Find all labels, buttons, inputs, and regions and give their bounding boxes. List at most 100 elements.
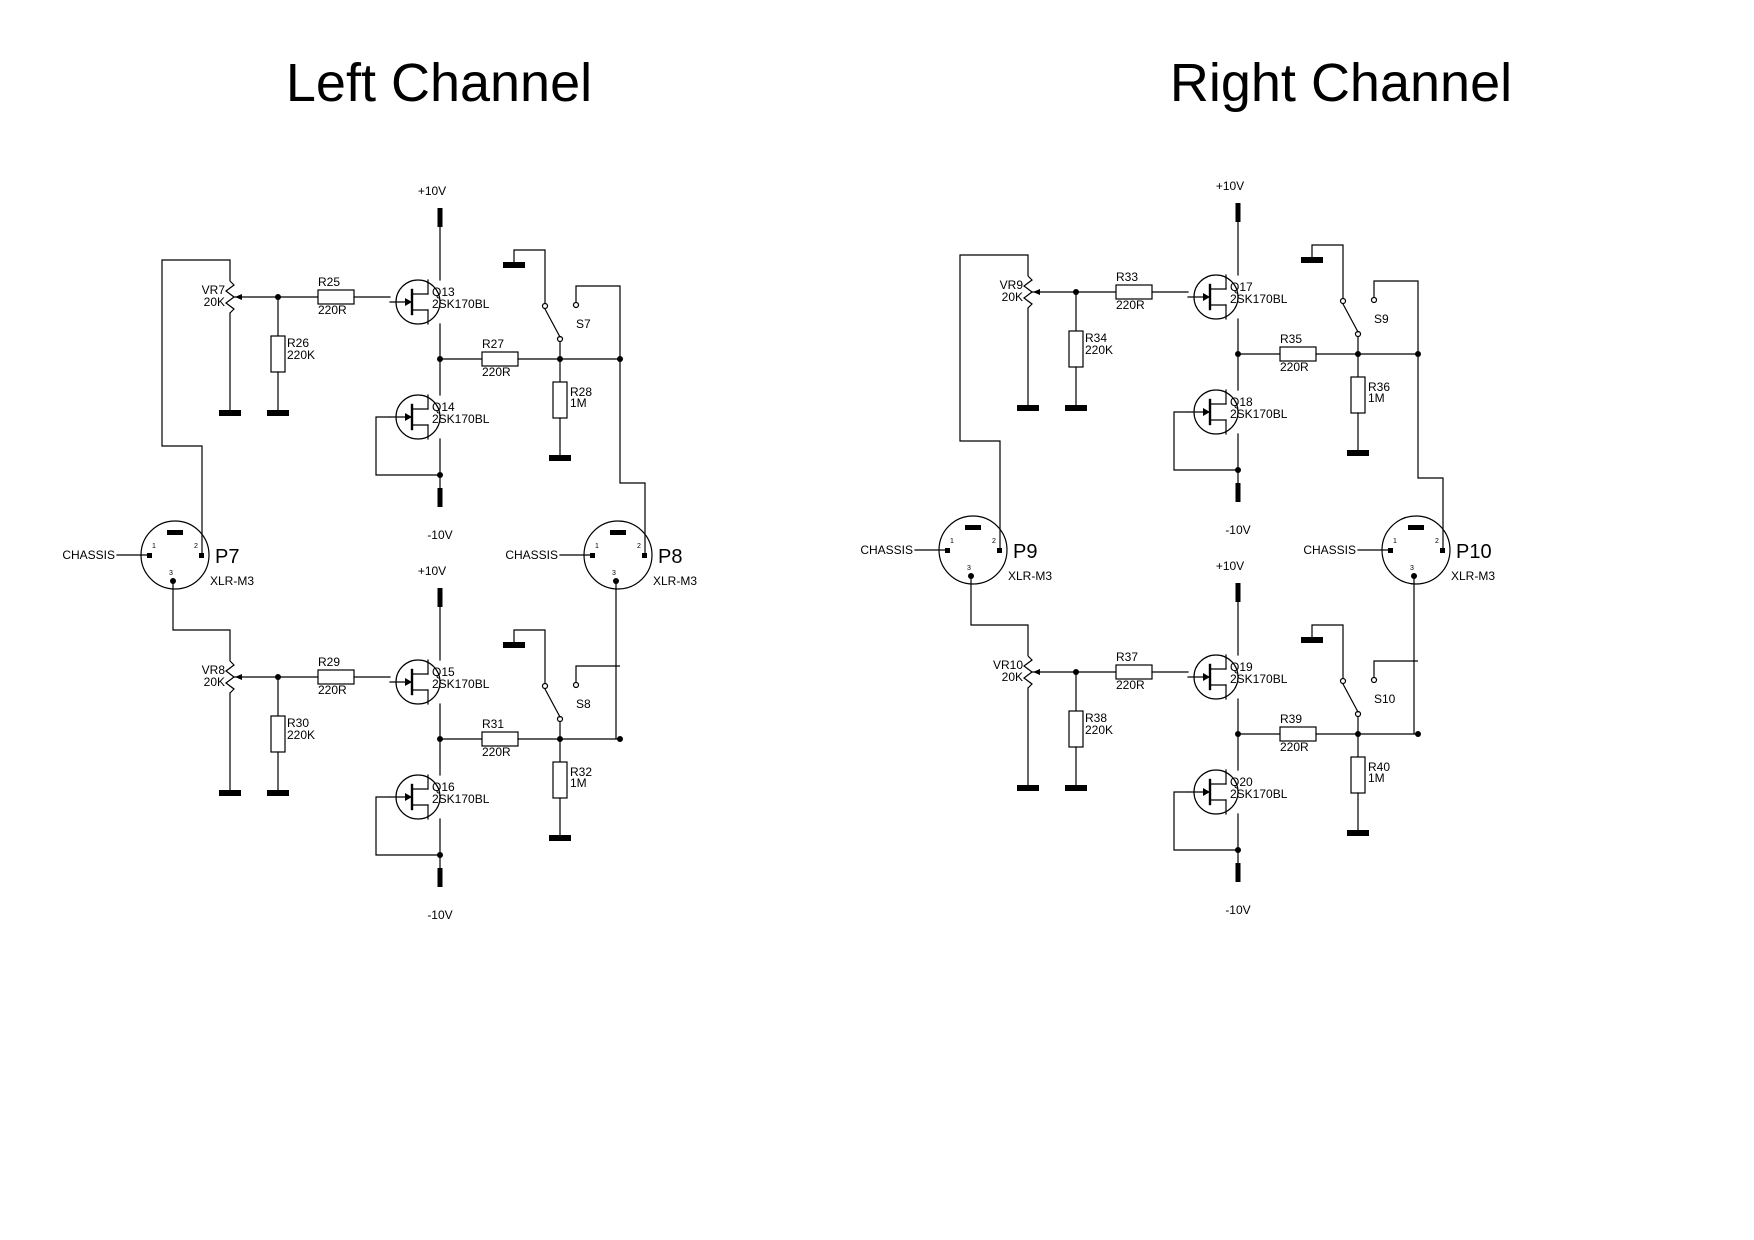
pot-value: 20K bbox=[204, 675, 225, 689]
switch-contact bbox=[1370, 296, 1378, 304]
jfet-part: 2SK170BL bbox=[432, 297, 490, 311]
connector-type: XLR-M3 bbox=[653, 574, 697, 588]
resistor-body bbox=[270, 715, 286, 753]
wire bbox=[1023, 275, 1033, 309]
ground-bar bbox=[1301, 257, 1323, 263]
shunt-resistor-ref: R36 bbox=[1368, 380, 1390, 394]
wire bbox=[1173, 791, 1238, 851]
resistor-body bbox=[1068, 710, 1084, 748]
shunt-resistor-ref: R28 bbox=[570, 385, 592, 399]
wiper-arrow bbox=[235, 294, 242, 300]
gate-arrow bbox=[1203, 788, 1210, 796]
positive-supply-label: +10V bbox=[418, 184, 446, 198]
bias-resistor-value: 220K bbox=[287, 348, 315, 362]
wire bbox=[1373, 280, 1419, 354]
switch-ref: S10 bbox=[1374, 692, 1396, 706]
positive-supply-label: +10V bbox=[1216, 179, 1244, 193]
gate-arrow bbox=[1203, 293, 1210, 301]
negative-supply-label: -10V bbox=[1225, 523, 1250, 537]
switch-contact bbox=[1339, 677, 1347, 685]
wire bbox=[513, 249, 546, 303]
ground-bar bbox=[549, 455, 571, 461]
gate-resistor-ref: R37 bbox=[1116, 650, 1138, 664]
jfet-ref: Q18 bbox=[1230, 395, 1253, 409]
shunt-resistor-value: 1M bbox=[570, 396, 587, 410]
supply-rail-bar bbox=[1235, 863, 1241, 882]
gate-resistor-ref: R33 bbox=[1116, 270, 1138, 284]
resistor-body bbox=[1279, 726, 1317, 742]
wire bbox=[1342, 683, 1359, 713]
junction-dot bbox=[1415, 731, 1421, 737]
bias-resistor-value: 220K bbox=[1085, 723, 1113, 737]
output-resistor-ref: R31 bbox=[482, 717, 504, 731]
amplifier-stage: +10VQ152SK170BLQ162SK170BL-10VVR820KR292… bbox=[202, 564, 623, 922]
right-channel-title: Right Channel bbox=[1169, 53, 1513, 113]
wiper-arrow bbox=[1033, 289, 1040, 295]
amplifier-stage: +10VQ192SK170BLQ202SK170BL-10VVR1020KR37… bbox=[993, 559, 1421, 917]
wire bbox=[1373, 660, 1418, 677]
switch-ref: S9 bbox=[1374, 312, 1389, 326]
connector-type: XLR-M3 bbox=[210, 574, 254, 588]
switch-contact bbox=[572, 301, 580, 309]
resistor-body bbox=[552, 761, 568, 799]
xlr-pin-2 bbox=[642, 553, 647, 558]
jfet-ref: Q13 bbox=[432, 285, 455, 299]
switch-contact bbox=[541, 302, 549, 310]
jfet-part: 2SK170BL bbox=[432, 792, 490, 806]
left-channel-title: Left Channel bbox=[285, 53, 593, 113]
gate-arrow bbox=[405, 678, 412, 686]
xlr-pin-2 bbox=[1440, 548, 1445, 553]
gate-arrow bbox=[405, 793, 412, 801]
wire bbox=[225, 660, 235, 694]
output-resistor-value: 220R bbox=[482, 365, 511, 379]
resistor-body bbox=[317, 289, 355, 305]
resistor-body bbox=[1350, 756, 1366, 794]
wire bbox=[1173, 411, 1238, 471]
gate-arrow bbox=[1203, 673, 1210, 681]
bias-resistor-ref: R26 bbox=[287, 336, 309, 350]
wire bbox=[544, 688, 561, 718]
switch-contact bbox=[1370, 676, 1378, 684]
ground-bar bbox=[1065, 405, 1087, 411]
bias-resistor-ref: R34 bbox=[1085, 331, 1107, 345]
jfet-part: 2SK170BL bbox=[432, 677, 490, 691]
switch-contact bbox=[572, 681, 580, 689]
pin-label: 3 bbox=[169, 570, 173, 577]
xlr-key bbox=[610, 530, 626, 535]
junction-dot bbox=[617, 736, 623, 742]
gate-arrow bbox=[1203, 408, 1210, 416]
connector-type: XLR-M3 bbox=[1008, 569, 1052, 583]
ground-bar bbox=[1017, 405, 1039, 411]
gate-resistor-value: 220R bbox=[318, 303, 347, 317]
supply-rail-bar bbox=[437, 208, 443, 227]
wire bbox=[172, 581, 231, 661]
wiper-arrow bbox=[235, 674, 242, 680]
positive-supply-label: +10V bbox=[418, 564, 446, 578]
jfet-part: 2SK170BL bbox=[1230, 787, 1288, 801]
wire bbox=[375, 416, 440, 476]
jfet-ref: Q20 bbox=[1230, 775, 1253, 789]
supply-rail-bar bbox=[437, 588, 443, 607]
resistor-body bbox=[1279, 346, 1317, 362]
supply-rail-bar bbox=[1235, 483, 1241, 502]
chassis-label: CHASSIS bbox=[860, 543, 913, 557]
resistor-body bbox=[317, 669, 355, 685]
bias-resistor-value: 220K bbox=[287, 728, 315, 742]
shunt-resistor-value: 1M bbox=[1368, 391, 1385, 405]
jfet-part: 2SK170BL bbox=[1230, 672, 1288, 686]
pot-ref: VR9 bbox=[1000, 278, 1024, 292]
amplifier-stage: +10VQ172SK170BLQ182SK170BL-10VVR920KR332… bbox=[1000, 179, 1421, 537]
pot-ref: VR8 bbox=[202, 663, 226, 677]
supply-rail-bar bbox=[437, 868, 443, 887]
xlr-pin-2 bbox=[199, 553, 204, 558]
